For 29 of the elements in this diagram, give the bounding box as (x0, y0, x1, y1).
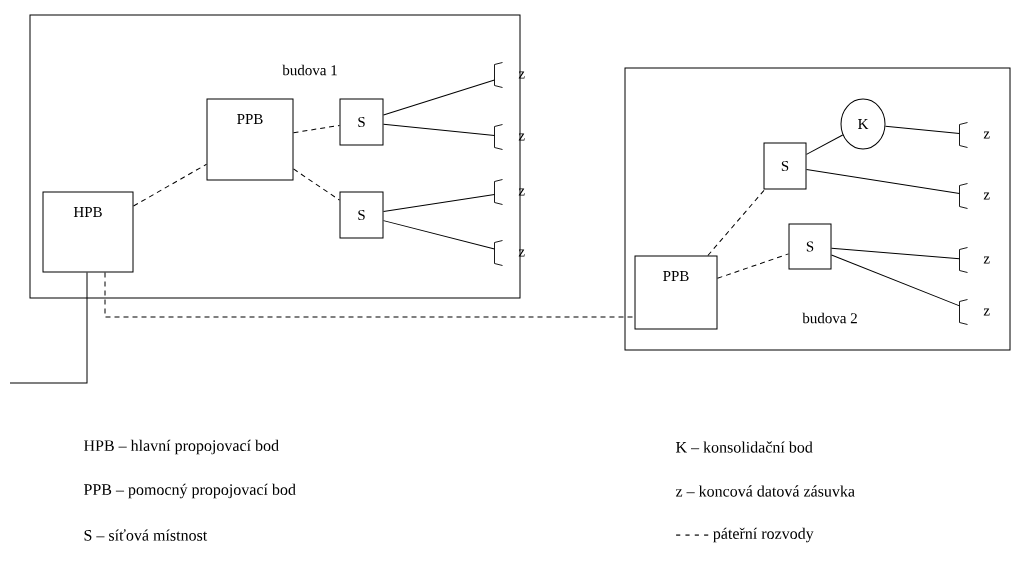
cable-line (133, 163, 207, 207)
legend-text: HPB – hlavní propojovací bod (83, 439, 279, 455)
point-box: PPB (634, 255, 718, 330)
legend-text: PPB – pomocný propojovací bod (83, 483, 296, 499)
cable-line (9, 272, 88, 384)
cable-line (831, 254, 960, 307)
cable-line (884, 125, 960, 134)
room-box: S (339, 98, 384, 146)
cable-line (717, 253, 789, 279)
cable-line (383, 193, 495, 213)
cable-line (104, 272, 635, 318)
legend-text: - - - - páteřní rozvody (676, 527, 814, 543)
cable-line (831, 247, 960, 260)
cable-line (707, 189, 766, 256)
room-box: S (788, 223, 832, 270)
cable-line (806, 168, 960, 195)
legend-text: z – koncová datová zásuvka (675, 485, 855, 497)
cable-line (293, 124, 340, 134)
cable-line (383, 79, 495, 116)
cable-line (293, 168, 340, 201)
point-box: PPB (206, 98, 294, 181)
legend-text: K – konsolidační bod (675, 441, 813, 453)
room-box: S (339, 191, 384, 239)
room-box: S (763, 142, 807, 190)
cable-line (383, 123, 495, 136)
point-box: HPB (42, 191, 134, 273)
cable-line (383, 220, 495, 250)
cable-line (806, 134, 844, 155)
legend-text: S – síťová místnost (84, 529, 208, 541)
